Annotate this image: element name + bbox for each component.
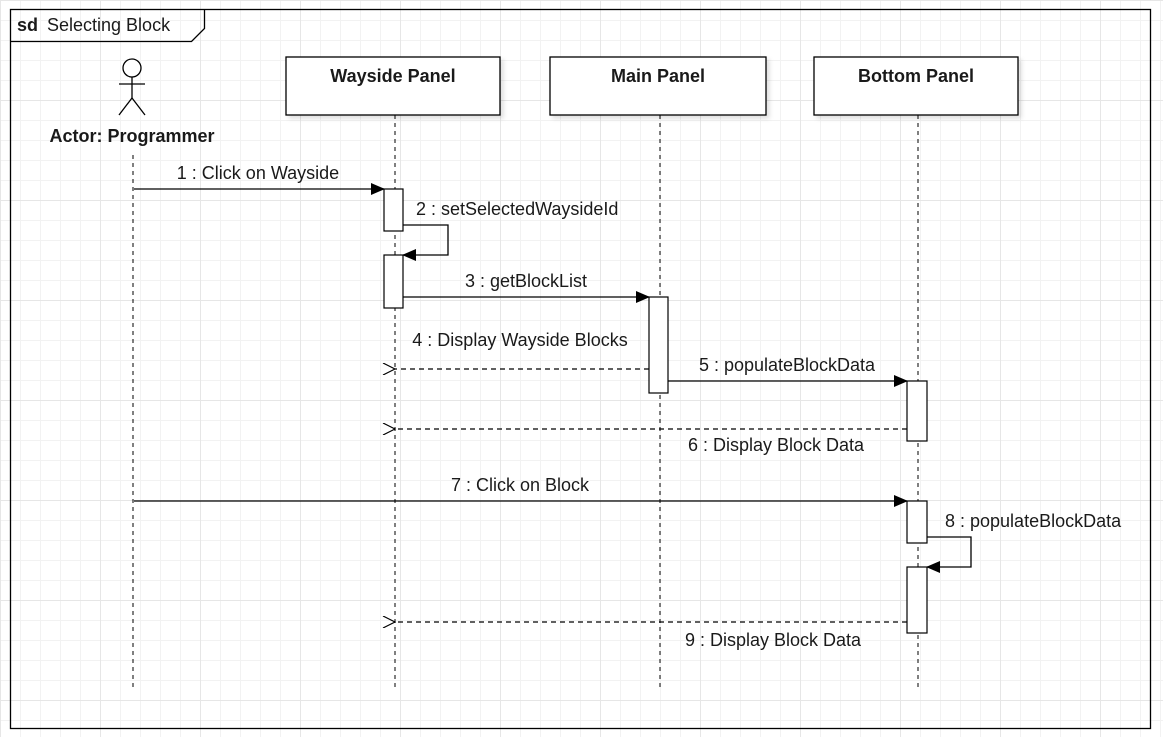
message-9: 9 : Display Block Data <box>395 622 907 650</box>
message-6: 6 : Display Block Data <box>395 429 907 455</box>
frame-title: Selecting Block <box>47 15 171 35</box>
message-1: 1 : Click on Wayside <box>134 163 385 195</box>
frame-keyword: sd <box>17 15 38 35</box>
message-label: 6 : Display Block Data <box>688 435 865 455</box>
lifeline-label-bottom: Bottom Panel <box>858 66 974 86</box>
activation-bottom-2 <box>906 500 928 544</box>
lifeline-label-wayside: Wayside Panel <box>330 66 455 86</box>
message-3: 3 : getBlockList <box>403 271 650 303</box>
lifeline-head-main <box>549 56 767 116</box>
lifeline-main-panel: Main Panel <box>549 56 767 690</box>
message-5: 5 : populateBlockData <box>668 355 908 387</box>
message-label: 5 : populateBlockData <box>699 355 876 375</box>
lifeline-wayside-panel: Wayside Panel <box>285 56 501 690</box>
message-2: 2 : setSelectedWaysideId <box>402 199 618 261</box>
message-label: 9 : Display Block Data <box>685 630 862 650</box>
actor-label: Actor: Programmer <box>49 126 214 146</box>
diagram-frame: sd Selecting Block <box>9 8 1152 730</box>
actor-icon <box>122 58 142 78</box>
message-label: 2 : setSelectedWaysideId <box>416 199 618 219</box>
activation-wayside-2 <box>383 254 404 309</box>
message-label: 7 : Click on Block <box>451 475 590 495</box>
activation-bottom-3 <box>906 566 928 634</box>
message-7: 7 : Click on Block <box>134 475 908 507</box>
message-8: 8 : populateBlockData <box>926 511 1122 573</box>
lifeline-head-wayside <box>285 56 501 116</box>
lifeline-bottom-panel: Bottom Panel <box>813 56 1019 690</box>
lifeline-label-main: Main Panel <box>611 66 705 86</box>
message-label: 3 : getBlockList <box>465 271 587 291</box>
message-4: 4 : Display Wayside Blocks <box>395 330 649 369</box>
activation-wayside-1 <box>383 188 404 232</box>
lifeline-head-bottom <box>813 56 1019 116</box>
actor-programmer <box>118 58 146 116</box>
message-label: 4 : Display Wayside Blocks <box>412 330 627 350</box>
message-label: 1 : Click on Wayside <box>177 163 339 183</box>
activation-main <box>648 296 669 394</box>
message-label: 8 : populateBlockData <box>945 511 1122 531</box>
activation-bottom-1 <box>906 380 928 442</box>
